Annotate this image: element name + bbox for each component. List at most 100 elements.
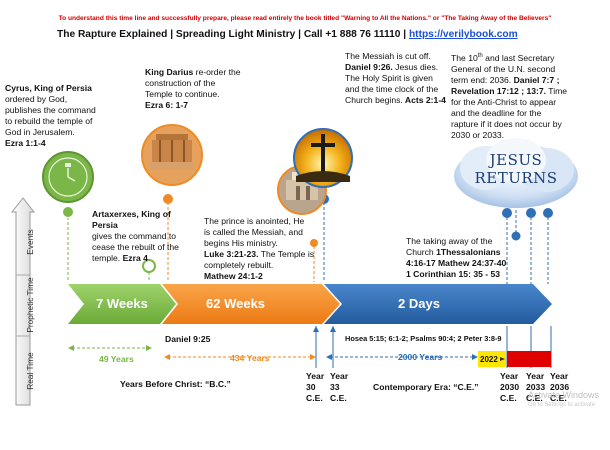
prince-line-3: Luke 3:21-23. — [204, 249, 259, 259]
event-darius: King Darius re-order the construction of… — [145, 67, 265, 111]
jesus-returns-line-1: RETURNS — [474, 169, 558, 187]
years-49: 49 Years — [99, 354, 134, 364]
year-33-c: C.E. — [330, 393, 347, 403]
year-2033: Year 2033 C.E. — [526, 371, 545, 404]
un-line-3: General of the U.N. second — [451, 63, 556, 74]
orange-arrow — [162, 284, 340, 324]
un-line-11: 2030 or 2033. — [451, 129, 505, 140]
event-un-secretary: The 10th and last Secretary General of t… — [451, 51, 601, 141]
year-30-a: Year — [306, 371, 325, 381]
taking-line-3: 4:16-17 Mathew 24:37-40 — [406, 258, 507, 268]
seg-62-weeks: 62 Weeks — [206, 296, 266, 311]
messiah-line-6: Acts 2:1-4 — [402, 95, 446, 105]
ref-daniel: Daniel 9:25 — [165, 334, 211, 344]
un-line-7: Time — [546, 85, 568, 96]
year-2036-a: Year — [550, 371, 569, 381]
side-label-real: Real Time — [25, 352, 35, 390]
taking-line-1: Church — [406, 247, 437, 257]
header-notice: To understand this time line and success… — [58, 15, 552, 22]
event-artaxerxes: Artaxerxes, King of Persia gives the com… — [92, 209, 192, 264]
year-2036-c: C.E. — [550, 393, 567, 403]
cyrus-line-0: Cyrus, King of Persia — [5, 83, 92, 93]
label-2022: 2022 — [480, 355, 498, 364]
cyrus-line-3: to rebuild the temple of — [5, 116, 93, 126]
bar-2022-arrow — [500, 357, 505, 361]
artaxerxes-line-3: temple. — [92, 253, 121, 263]
taking-line-2: 1Thessalonians — [436, 247, 501, 257]
year-2033-b: 2033 — [526, 382, 546, 392]
bar-red — [507, 351, 551, 367]
darius-line-2: Temple to continue. — [145, 89, 220, 99]
crucifixion-image — [293, 128, 353, 188]
stopwatch-icon — [42, 151, 94, 203]
messiah-line-0: The Messiah is cut off. — [345, 51, 431, 61]
node-darius — [163, 194, 173, 204]
marker-30-head — [313, 326, 319, 332]
prince-line-2: begins His ministry. — [204, 238, 278, 248]
years-434: 434 Years — [230, 353, 270, 363]
blue-arrow — [324, 284, 552, 324]
years-49-arrow — [68, 345, 152, 351]
prince-line-0: The prince is anointed, He — [204, 216, 305, 226]
un-line-6: Revelation 17:12 ; 13:7. — [451, 85, 547, 96]
taking-line-0: The taking away of the — [406, 236, 493, 246]
node-taking-away — [511, 231, 521, 241]
header-title-text: The Rapture Explained | Spreading Light … — [57, 29, 407, 40]
green-arrow — [68, 284, 176, 324]
un-line-5: Daniel 7:7 ; — [513, 74, 560, 85]
label-ce: Contemporary Era: “C.E.” — [373, 382, 479, 392]
un-line-2: and last Secretary — [482, 52, 555, 63]
year-30-b: 30 — [306, 382, 316, 392]
temple-construction-image — [141, 124, 203, 186]
artaxerxes-line-0: Artaxerxes, King of Persia — [92, 209, 171, 230]
event-messiah-cut-off: The Messiah is cut off. Daniel 9:26. Jes… — [345, 51, 455, 106]
seg-7-weeks: 7 Weeks — [96, 296, 148, 311]
taking-line-4: 1 Corinthian 15: 35 - 53 — [406, 269, 501, 279]
darius-line-3: Ezra 6: 1-7 — [145, 100, 188, 110]
years-434-arrow — [164, 354, 316, 360]
years-2000: 2000 Years — [398, 352, 443, 362]
darius-line-1: construction of the — [145, 78, 216, 88]
header-title: The Rapture Explained | Spreading Light … — [57, 29, 518, 40]
jesus-returns-text: JESUS RETURNS — [470, 151, 562, 187]
cyrus-line-1: ordered by God, — [5, 94, 68, 104]
years-2000-arrow — [326, 354, 478, 360]
year-2036-b: 2036 — [550, 382, 570, 392]
year-30-c: C.E. — [306, 393, 323, 403]
cyrus-line-5: Ezra 1:1-4 — [5, 138, 46, 148]
year-33-a: Year — [330, 371, 349, 381]
side-arrow — [10, 197, 36, 406]
year-33: Year 33 C.E. — [330, 371, 348, 404]
un-line-4: term end: 2036. — [451, 74, 514, 85]
year-2030: Year 2030 C.E. — [500, 371, 519, 404]
jesus-returns-line-0: JESUS — [489, 151, 543, 169]
event-taking-away: The taking away of the Church 1Thessalon… — [406, 236, 546, 280]
un-line-0: The 10 — [451, 52, 478, 63]
node-prince — [310, 239, 318, 247]
messiah-line-4: and the time clock of the — [345, 84, 439, 94]
node-cyrus — [62, 206, 74, 218]
label-bc: Years Before Christ: “B.C.” — [120, 379, 231, 389]
un-line-10: rapture if it does not occur by — [451, 118, 562, 129]
artaxerxes-line-2: cease the rebuilt of the — [92, 242, 179, 252]
year-2036: Year 2036 C.E. — [550, 371, 569, 404]
prince-line-5: completely rebuilt. — [204, 260, 274, 270]
darius-name: King Darius — [145, 67, 194, 77]
header-link[interactable]: https://verilybook.com — [408, 29, 518, 40]
artaxerxes-ref: Ezra 4 — [120, 253, 148, 263]
node-2036 — [543, 208, 553, 218]
year-2033-a: Year — [526, 371, 545, 381]
year-2030-b: 2030 — [500, 382, 520, 392]
un-line-9: and the deadline for the — [451, 107, 542, 118]
messiah-line-3: The Holy Spirit is given — [345, 73, 433, 83]
artaxerxes-line-1: gives the command to — [92, 231, 177, 241]
un-line-1: th — [477, 53, 483, 59]
event-cyrus: Cyrus, King of Persia ordered by God, pu… — [5, 83, 125, 149]
bar-2022 — [478, 351, 506, 367]
messiah-line-1: Daniel 9:26. — [345, 62, 393, 72]
year-2030-c: C.E. — [500, 393, 517, 403]
watermark-title: Activate Windows — [528, 390, 600, 400]
watermark-subtitle: Go to Settings to activate — [528, 402, 596, 408]
node-2030 — [502, 208, 512, 218]
